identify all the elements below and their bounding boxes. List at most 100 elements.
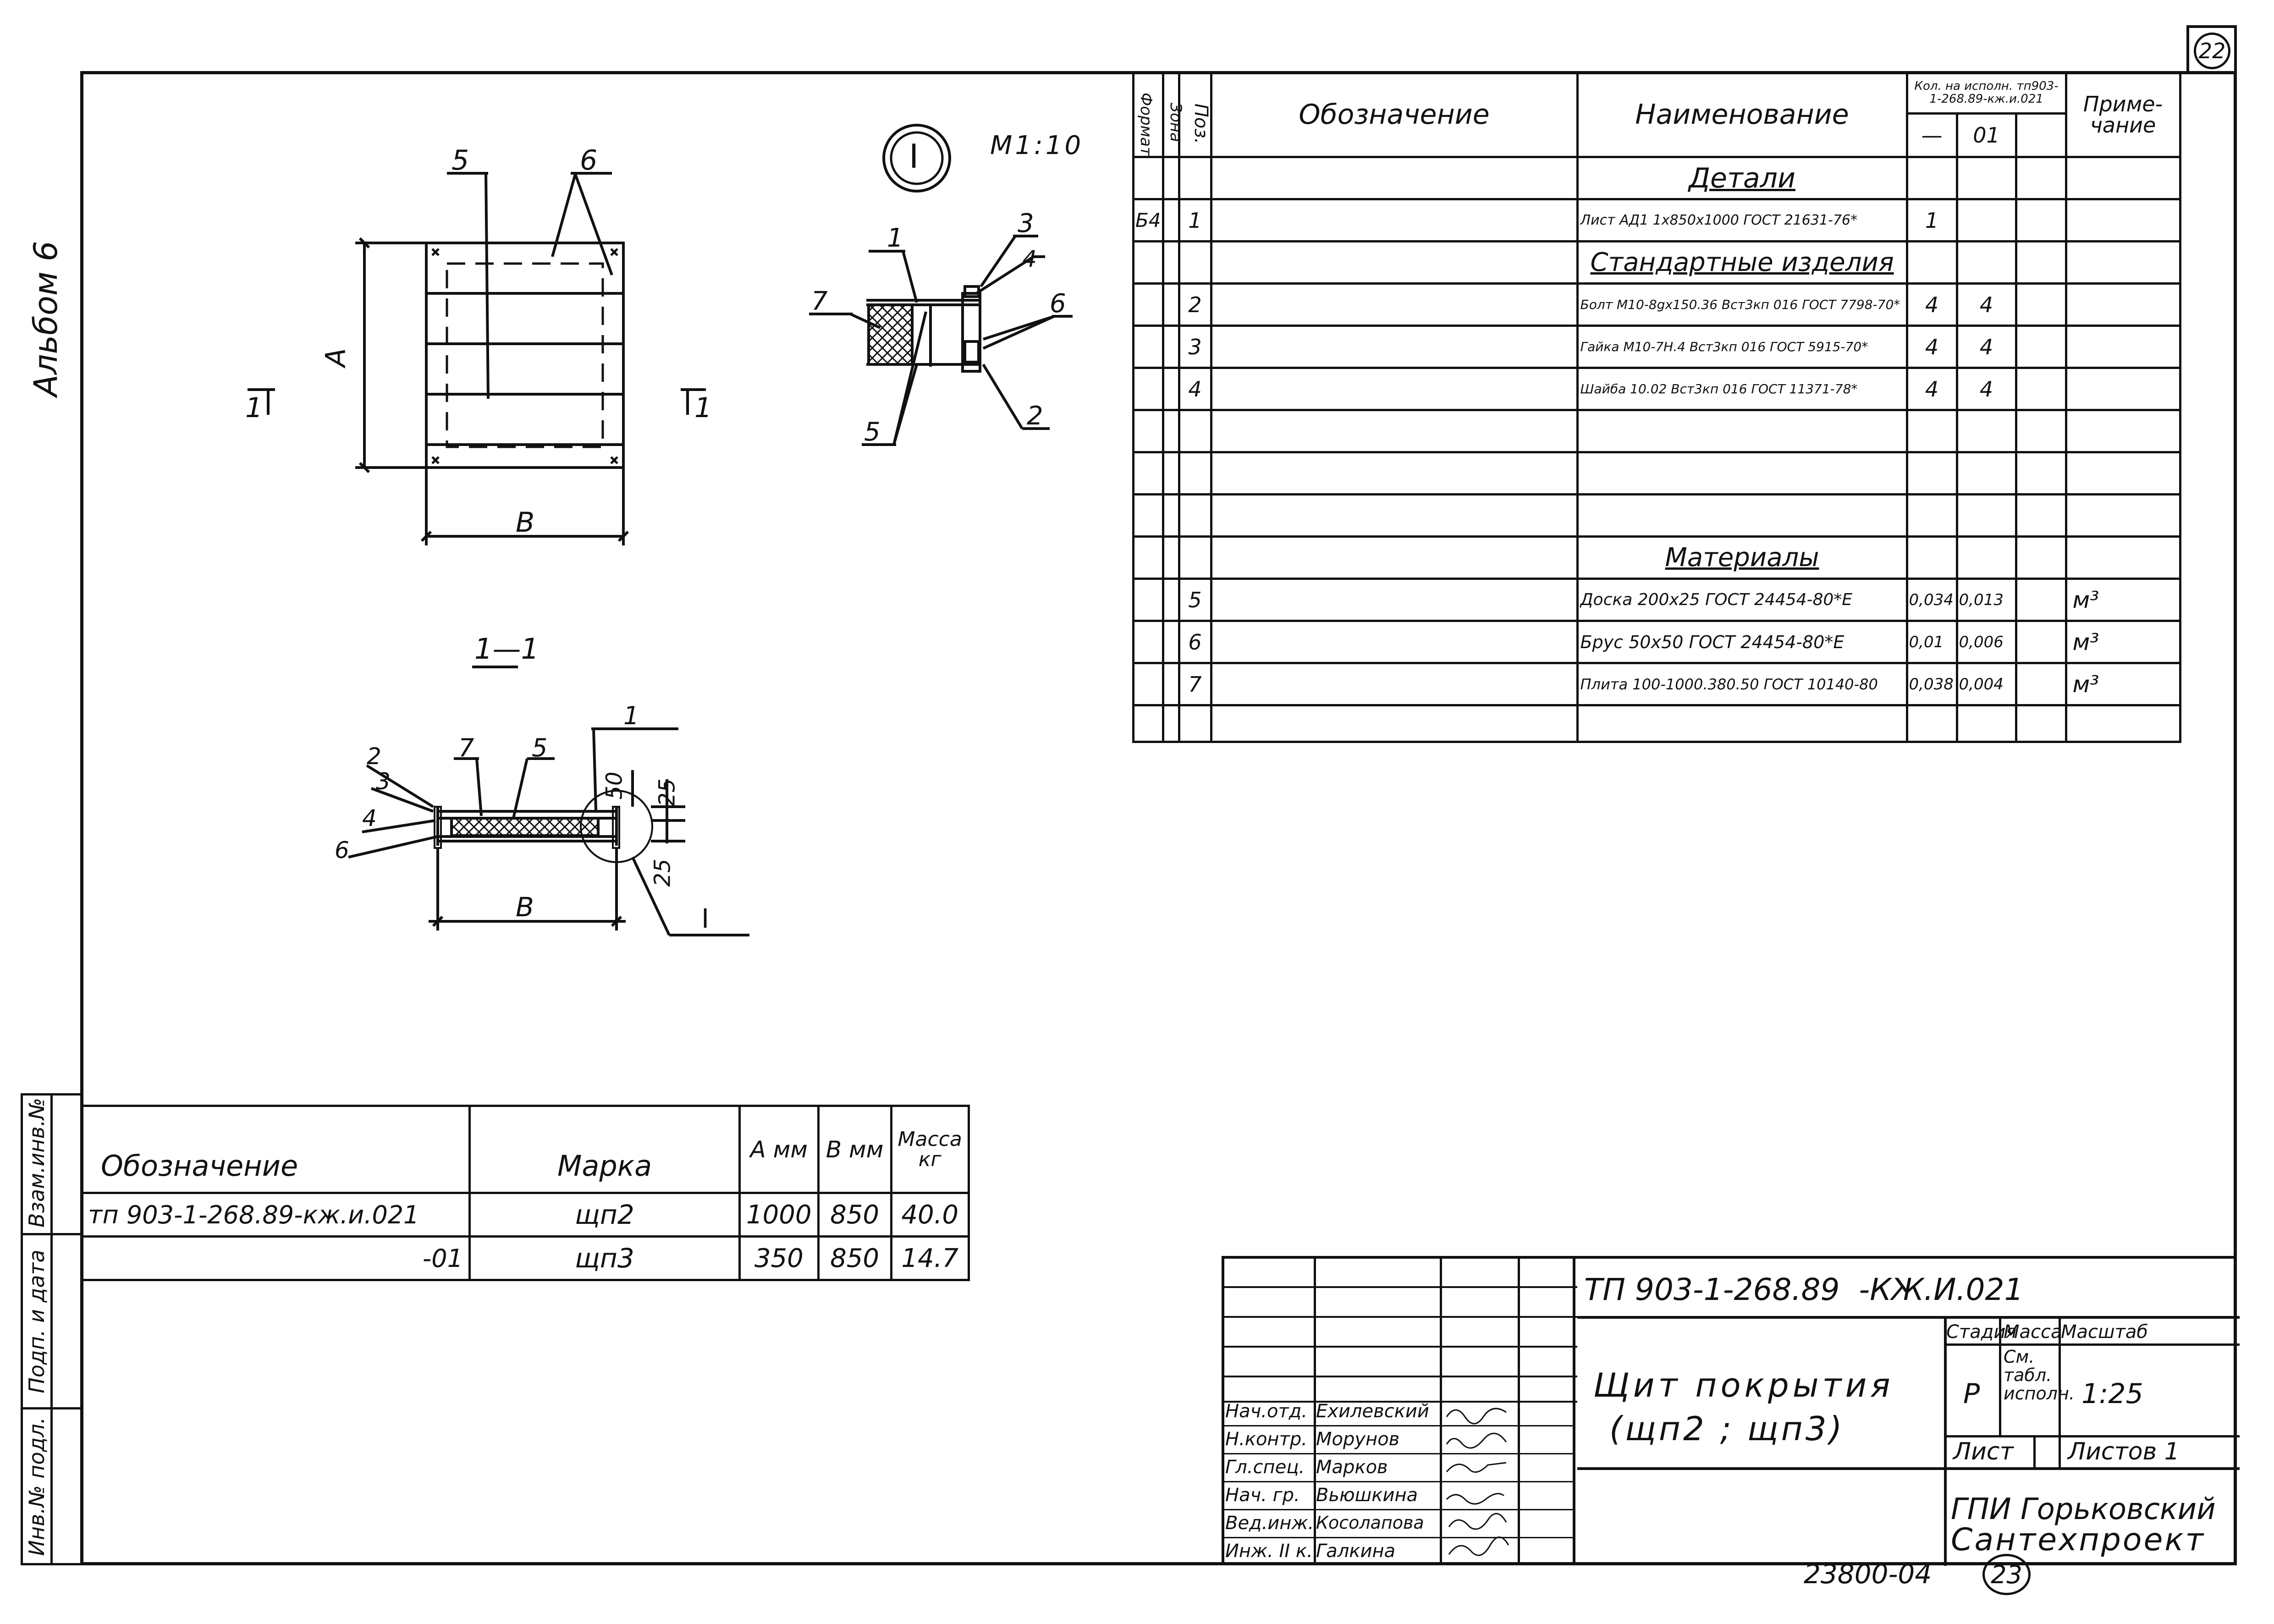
- signature-row: Нач. гр. Вьюшкина: [1224, 1482, 1573, 1510]
- variants-table: Обозначение Марка A мм B мм Масса кг тп …: [80, 1105, 970, 1281]
- detail-label-2: 2: [1027, 401, 1043, 431]
- variants-cell: щп3: [468, 1235, 741, 1281]
- detail-insulation: [867, 303, 914, 366]
- sheet-number-top: 22: [2186, 25, 2237, 71]
- section-dim-b: B: [516, 892, 534, 923]
- detail-label-7: 7: [811, 286, 828, 316]
- spec-header-qty: Кол. на исполн. тп903-1-268.89-кж.и.021: [1905, 71, 2067, 115]
- plan-leader-6: 6: [580, 144, 598, 176]
- left-margin-stamp: Взам.инв.№ Подп. и дата Инв.№ подл.: [21, 1093, 83, 1565]
- spec-table: Формат Зона Поз. Обозначение Наименовани…: [1132, 71, 2181, 743]
- table-row: [1132, 493, 2181, 538]
- signature-row: Н.контр. Морунов: [1224, 1426, 1573, 1454]
- variants-cell: тп 903-1-268.89-кж.и.021: [80, 1192, 471, 1238]
- table-row: Детали: [1132, 156, 2181, 200]
- stamp-cell-replace: Взам.инв.№: [24, 1097, 49, 1228]
- spec-header-qty-2: 01: [1955, 112, 2017, 158]
- detail-label-1: 1: [887, 223, 903, 253]
- panel-plan-outline: [425, 242, 625, 469]
- variants-header-b: B мм: [817, 1105, 892, 1194]
- variants-cell: щп2: [468, 1192, 741, 1238]
- hidden-bars-outline: [446, 262, 604, 448]
- mass-value: См. табл. исполн.: [2004, 1347, 2075, 1404]
- stage-value: Р: [1963, 1378, 1980, 1410]
- section-insulation: [450, 817, 600, 837]
- section-label-1: 1: [623, 701, 639, 730]
- section-dim-25a: 25: [654, 778, 680, 807]
- table-row: [1132, 704, 2181, 743]
- variants-cell: 350: [738, 1235, 820, 1281]
- spec-header-note: Приме- чание: [2065, 71, 2181, 158]
- variants-cell: -01: [80, 1235, 471, 1281]
- section-dim-25b: 25: [650, 859, 676, 887]
- section-label-7: 7: [458, 733, 474, 762]
- plan-cut-right: 1: [694, 392, 712, 424]
- variants-header-row: Обозначение Марка A мм B мм Масса кг: [80, 1105, 970, 1194]
- spec-subheader-row: — 01: [1134, 112, 2180, 158]
- org-line2: Сантехпроект: [1951, 1522, 2206, 1558]
- signature-row: Инж. II к. Галкина: [1225, 1541, 1396, 1562]
- variants-cell: 850: [817, 1192, 892, 1238]
- variants-cell: 14.7: [890, 1235, 970, 1281]
- stamp-cell-inv: Инв.№ подл.: [24, 1417, 49, 1556]
- stage-label: Стадия: [1946, 1321, 2017, 1343]
- bottom-code: 23800-04: [1804, 1558, 1932, 1590]
- drawing-title-line2: (щп2 ; щп3): [1609, 1409, 1845, 1448]
- spec-header-qty-1: —: [1905, 112, 1958, 158]
- detail-label-6: 6: [1050, 289, 1066, 319]
- spec-header-name: Наименование: [1576, 71, 1908, 158]
- org-line1: ГПИ Горьковский: [1951, 1492, 2216, 1526]
- stamp-cell-sign: Подп. и дата: [24, 1250, 49, 1393]
- variants-header-mass: Масса кг: [890, 1105, 970, 1194]
- table-row: -01 щп3 350 850 14.7: [80, 1235, 970, 1281]
- section-label-6: 6: [335, 837, 349, 864]
- plan-leader-5: 5: [451, 144, 469, 176]
- signature-row: Вед.инж. Косолапова: [1224, 1510, 1573, 1538]
- detail-label-5: 5: [864, 417, 881, 447]
- table-row: Стандартные изделия: [1132, 240, 2181, 285]
- spec-header-format: Формат: [1132, 71, 1164, 158]
- table-row: [1132, 409, 2181, 453]
- signature-row: Гл.спец. Марков: [1224, 1454, 1573, 1482]
- scale-value: 1:25: [2081, 1378, 2143, 1410]
- table-row: [1132, 451, 2181, 495]
- variants-cell: 850: [817, 1235, 892, 1281]
- detail-scale: M1:10: [990, 131, 1084, 160]
- plan-dim-a: A: [319, 348, 352, 367]
- signature-grid: [1224, 1259, 1577, 1565]
- variants-header-mark: Марка: [468, 1105, 741, 1194]
- mass-label: Масса: [2004, 1321, 2062, 1343]
- spec-header-designation: Обозначение: [1210, 71, 1579, 158]
- section-label-2: 2: [367, 743, 381, 770]
- drawing-title-line1: Щит покрытия: [1593, 1366, 1894, 1404]
- plan-dim-b: B: [516, 506, 535, 539]
- variants-cell: 1000: [738, 1192, 820, 1238]
- section-label-4: 4: [362, 805, 377, 831]
- section-dim-50: 50: [601, 771, 628, 800]
- title-block: Нач.отд. Ехилевский Н.контр. Морунов Гл.…: [1222, 1256, 2240, 1566]
- variants-cell: 40.0: [890, 1192, 970, 1238]
- detail-marker: I: [909, 137, 919, 176]
- plan-cut-left: 1: [245, 392, 263, 424]
- detail-label-3: 3: [1018, 209, 1034, 238]
- sheets-label: Листов 1: [2068, 1438, 2180, 1465]
- spec-header-qty-3: [2015, 112, 2067, 158]
- detail-label-4: 4: [1022, 246, 1037, 272]
- section-detail-ref: I: [701, 903, 710, 934]
- section-label-5: 5: [532, 733, 548, 762]
- scale-label: Масштаб: [2061, 1321, 2148, 1343]
- spec-header-zone: Зона: [1162, 71, 1185, 158]
- section-title: 1—1: [474, 632, 539, 666]
- spec-header-pos: Поз.: [1178, 71, 1212, 158]
- signature-row: Нач.отд. Ехилевский: [1224, 1398, 1573, 1426]
- variants-header-a: A мм: [738, 1105, 820, 1194]
- table-row: тп 903-1-268.89-кж.и.021 щп2 1000 850 40…: [80, 1192, 970, 1238]
- signature-rows: Нач.отд. Ехилевский Н.контр. Морунов Гл.…: [1224, 1398, 1573, 1565]
